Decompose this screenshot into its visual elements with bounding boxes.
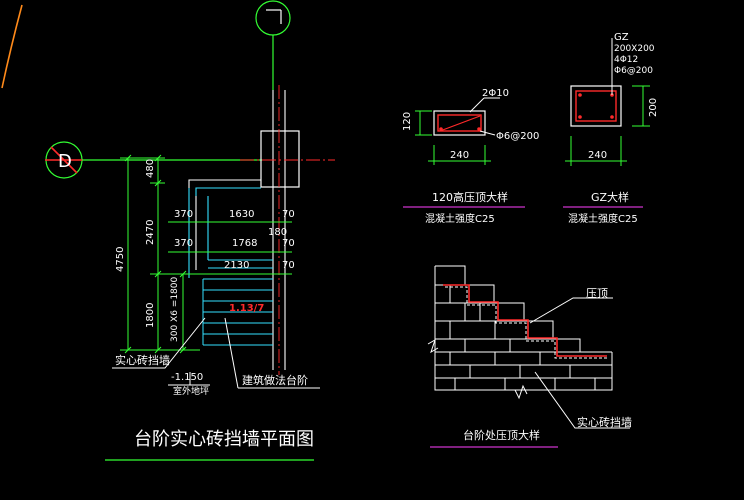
gz-rebar: 4Φ12 bbox=[614, 55, 638, 65]
step-wall-label: 实心砖挡墙 bbox=[577, 415, 632, 429]
beam-dim-h: 120 bbox=[402, 112, 413, 131]
beam-title: 120高压顶大样 bbox=[432, 190, 508, 204]
gz-detail bbox=[565, 38, 650, 166]
step-cap-detail bbox=[427, 265, 630, 429]
slope-label: 1.13/7 bbox=[229, 303, 264, 314]
gz-dim-w: 240 bbox=[588, 150, 607, 161]
dim-1800: 1800 bbox=[145, 303, 156, 328]
beam-dim-w: 240 bbox=[450, 150, 469, 161]
axis-bubble-top: 7 bbox=[255, 0, 291, 90]
gz-concrete: 混凝土强度C25 bbox=[568, 212, 638, 225]
dim-180: 180 bbox=[268, 227, 287, 238]
dim-370a: 370 bbox=[174, 209, 193, 220]
dim-70a: 70 bbox=[282, 209, 295, 220]
axis-label-top: 7 bbox=[273, 21, 274, 23]
beam-concrete: 混凝土强度C25 bbox=[425, 212, 495, 225]
gz-code: GZ bbox=[614, 32, 629, 43]
dim-2130: 2130 bbox=[224, 260, 249, 271]
gz-dim-h: 200 bbox=[648, 98, 659, 117]
elevation-label: 室外地坪 bbox=[173, 385, 209, 397]
gz-title: GZ大样 bbox=[591, 190, 629, 204]
dim-1768: 1768 bbox=[232, 238, 257, 249]
column-block bbox=[240, 85, 335, 375]
plan-title: 台阶实心砖挡墙平面图 bbox=[134, 429, 314, 450]
dim-70c: 70 bbox=[282, 260, 295, 271]
dim-steps: 300 X6 =1800 bbox=[170, 276, 180, 342]
dim-480: 480 bbox=[145, 159, 156, 178]
dim-370b: 370 bbox=[174, 238, 193, 249]
beam-stirrup: Φ6@200 bbox=[496, 131, 539, 142]
label-wall-plan: 实心砖挡墙 bbox=[115, 353, 170, 367]
gz-size: 200X200 bbox=[614, 44, 655, 54]
beam-detail bbox=[415, 97, 500, 165]
step-cap-label: 压顶 bbox=[586, 287, 608, 300]
orange-curve-line bbox=[1, 4, 23, 89]
label-building: 建筑做法台阶 bbox=[242, 373, 308, 387]
dim-2470: 2470 bbox=[145, 220, 156, 245]
gz-stirrup: Φ6@200 bbox=[614, 66, 653, 76]
beam-rebar-top: 2Φ10 bbox=[482, 88, 509, 99]
horizontal-dimensions bbox=[159, 221, 292, 275]
step-detail-title: 台阶处压顶大样 bbox=[463, 428, 540, 442]
dim-4750: 4750 bbox=[115, 247, 126, 272]
vertical-dimensions bbox=[120, 154, 200, 354]
axis-bubble-left: D bbox=[45, 141, 262, 179]
dim-1630: 1630 bbox=[229, 209, 254, 220]
dim-70b: 70 bbox=[282, 238, 295, 249]
axis-label-left: D bbox=[58, 151, 72, 172]
leader-lines bbox=[112, 317, 320, 389]
elevation-value: -1.150 bbox=[171, 372, 203, 383]
